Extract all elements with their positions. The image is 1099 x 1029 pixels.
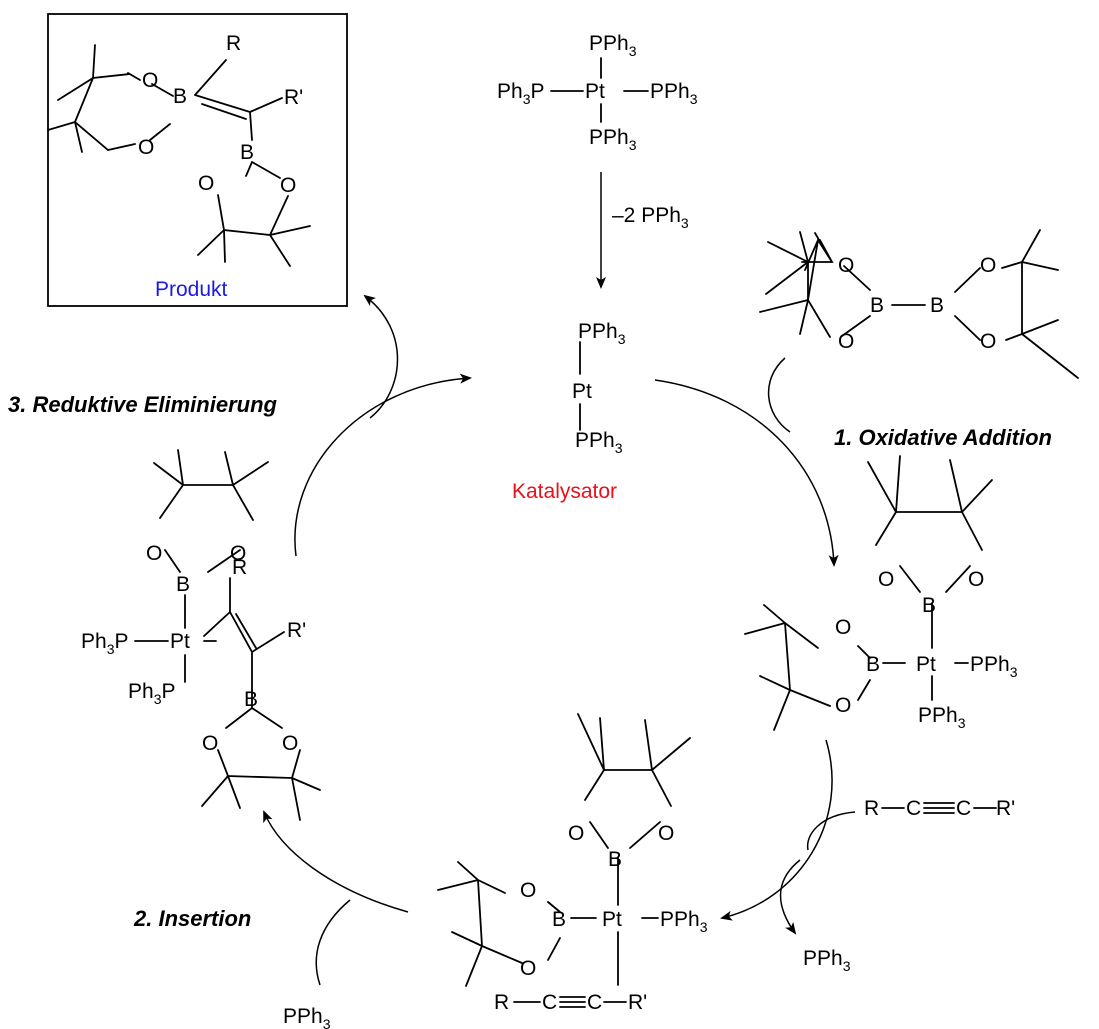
ac-r-prime: R' [628,991,647,1014]
bis-pinacolato-diboron: O O B B O O [759,229,1079,379]
oa-o1: O [878,568,894,591]
product-box: O B O R R' B O O Produkt [47,13,348,307]
oa-o3: O [835,616,851,639]
b2pin2-o4: O [980,330,996,353]
alkyne-r-prime: R' [996,797,1015,820]
arrow-oxidative-addition [654,379,839,567]
arrow-ligand-exchange [720,739,833,921]
ins-o3: O [202,732,218,755]
ac-o3: O [520,879,536,902]
precursor-pph-bottom: PPh3 [589,126,637,153]
b2pin2-b2: B [930,294,944,317]
oa-b-top: B [922,594,936,617]
precursor-pt: Pt [585,80,605,103]
ac-o1: O [568,822,584,845]
step-reductive-elimination: 3. Reduktive Eliminierung [8,392,278,417]
product-b2: B [240,141,254,164]
precursor-pph-right: PPh3 [650,80,698,107]
catalyst-pt: Pt [572,380,592,403]
ins-b-bottom: B [244,688,258,711]
oa-o2: O [968,568,984,591]
ins-ph3p-left: Ph3P [81,630,129,657]
product-b1: B [173,85,187,108]
precursor-ph3p-left: Ph3P [497,80,545,107]
catalyst-pph-top: PPh3 [578,320,626,347]
oxidative-addition-complex: O O B O O B Pt PPh3 PPh3 [744,455,1018,731]
ins-r: R [232,556,247,579]
arrow-pph3-in [315,899,351,986]
product-o4: O [280,174,296,197]
product-r-prime: R' [284,86,303,109]
ac-c2: C [587,991,602,1014]
product-r: R [226,32,241,55]
product-o2: O [138,136,154,159]
oa-pt: Pt [916,653,936,676]
step-insertion: 2. Insertion [133,906,251,931]
arrow-b2pin2-in [768,357,791,433]
product-o3: O [198,172,214,195]
ins-o1: O [146,542,162,565]
product-label: Produkt [155,278,228,301]
ac-o2: O [658,822,674,845]
arrow-reductive-elimination [294,373,472,557]
arrow-pph3-out [779,859,801,935]
alkyne-r: R [864,797,879,820]
insertion-complex: O O B Ph3P Pt Ph3P R R' B O O [81,449,321,821]
b2pin2-o1: O [838,254,854,277]
ac-pph-right: PPh3 [660,908,708,935]
ac-r: R [494,991,509,1014]
product-frame [47,13,348,307]
step-oxidative-addition: 1. Oxidative Addition [834,425,1052,450]
ac-o4: O [520,957,536,980]
ins-o4: O [282,732,298,755]
cycle-arrows [263,294,856,986]
ac-b-top: B [608,848,622,871]
precursor-pph-top: PPh3 [589,32,637,59]
b2pin2-o3: O [980,254,996,277]
pt-tetrakis-precursor: PPh3 Ph3P Pt PPh3 PPh3 [497,32,698,153]
product-o1: O [142,69,158,92]
catalyst-pph-bottom: PPh3 [575,429,623,456]
alkyne-coordinated-complex: O O B O O B Pt PPh3 R C C R' [437,713,708,1014]
arrow-insertion [263,810,409,913]
alkyne-c2: C [956,797,971,820]
ins-ph3p-bottom: Ph3P [128,680,176,707]
ins-pt: Pt [170,630,190,653]
released-pph3-right: PPh3 [803,947,851,974]
alkyne-reagent: R C C R' [864,797,1015,820]
catalyst-complex: PPh3 Pt PPh3 Katalysator [512,320,626,503]
oa-o4: O [835,694,851,717]
oa-pph-right: PPh3 [970,653,1018,680]
oa-b-left: B [866,653,880,676]
ac-c1: C [542,991,557,1014]
arrow-product-release [363,294,399,419]
oa-pph-bottom: PPh3 [918,704,966,731]
ins-b-top: B [176,573,190,596]
catalyst-label: Katalysator [512,480,617,503]
dissociation-label: –2 PPh3 [612,204,689,231]
ac-pt: Pt [602,908,622,931]
alkyne-c1: C [906,797,921,820]
ins-o2: O [230,542,246,565]
ac-b-left: B [552,908,566,931]
arrow-alkyne-in [806,811,856,851]
b2pin2-b1: B [870,294,884,317]
ins-r-prime: R' [287,619,306,642]
added-pph3-left: PPh3 [283,1005,331,1029]
b2pin2-o2: O [838,330,854,353]
